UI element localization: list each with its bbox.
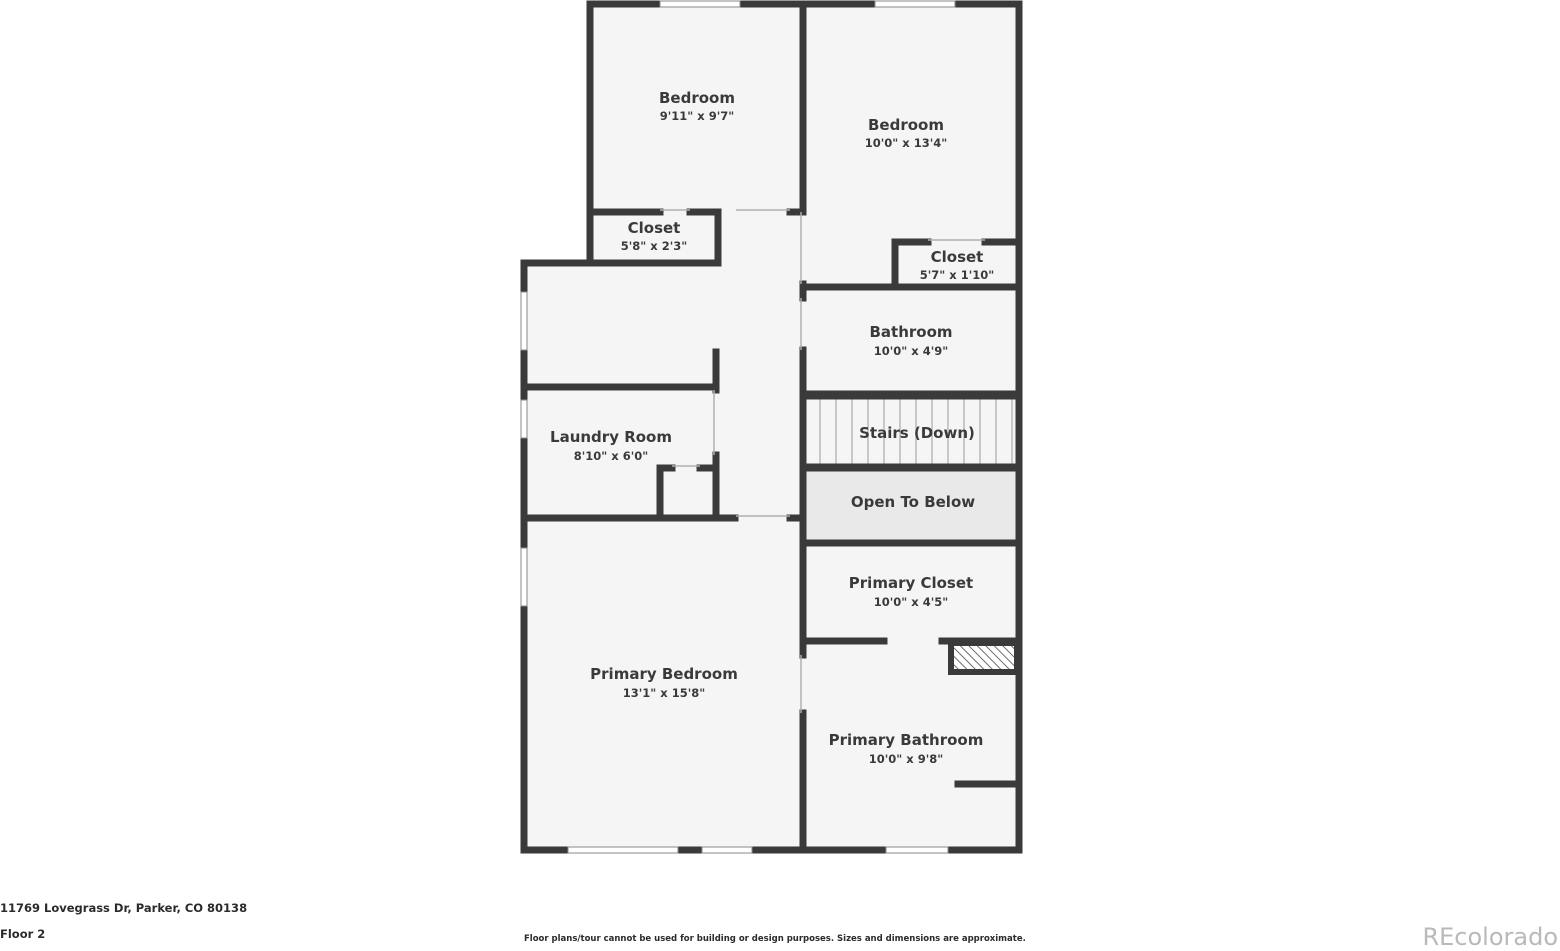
room-name: Open To Below: [851, 493, 975, 511]
room-laundry-room: Laundry Room 8'10" x 6'0": [550, 428, 672, 463]
room-dimensions: 10'0" x 13'4": [865, 136, 947, 150]
room-name: Bedroom: [868, 116, 944, 134]
stairs-edges: [805, 396, 1018, 467]
room-name: Closet: [931, 248, 984, 266]
room-bedroom-2: Bedroom 10'0" x 13'4": [865, 116, 947, 150]
room-name: Primary Bathroom: [829, 731, 984, 749]
room-bedroom-1: Bedroom 9'11" x 9'7": [659, 89, 735, 123]
room-name: Bathroom: [869, 323, 952, 341]
door-openings: [660, 209, 985, 713]
room-primary-bathroom: Primary Bathroom 10'0" x 9'8": [829, 731, 984, 766]
room-primary-bedroom: Primary Bedroom 13'1" x 15'8": [590, 665, 738, 700]
room-dimensions: 10'0" x 4'9": [874, 344, 948, 358]
room-name: Stairs (Down): [859, 424, 975, 442]
room-dimensions: 10'0" x 9'8": [869, 752, 943, 766]
room-closet-2: Closet 5'7" x 1'10": [920, 248, 994, 282]
room-dimensions: 13'1" x 15'8": [623, 686, 705, 700]
floor-plan: Bedroom 9'11" x 9'7" Bedroom 10'0" x 13'…: [520, 0, 1023, 854]
room-name: Bedroom: [659, 89, 735, 107]
property-address: 11769 Lovegrass Dr, Parker, CO 80138: [0, 901, 248, 915]
room-name: Primary Closet: [849, 574, 973, 592]
room-dimensions: 9'11" x 9'7": [660, 109, 734, 123]
room-primary-closet: Primary Closet 10'0" x 4'5": [849, 574, 973, 609]
room-name: Laundry Room: [550, 428, 672, 446]
room-dimensions: 8'10" x 6'0": [574, 449, 648, 463]
room-bathroom: Bathroom 10'0" x 4'9": [869, 323, 952, 358]
windows: [520, 0, 956, 854]
room-stairs: Stairs (Down): [859, 424, 975, 442]
floor-label: Floor 2: [0, 927, 46, 941]
room-dimensions: 10'0" x 4'5": [874, 595, 948, 609]
room-dimensions: 5'8" x 2'3": [621, 239, 687, 253]
brand-watermark: REcolorado: [1422, 923, 1558, 951]
room-name: Primary Bedroom: [590, 665, 738, 683]
room-dimensions: 5'7" x 1'10": [920, 268, 994, 282]
room-name: Closet: [628, 219, 681, 237]
disclaimer-text: Floor plans/tour cannot be used for buil…: [524, 934, 1026, 944]
room-closet-1: Closet 5'8" x 2'3": [621, 219, 687, 253]
chase-hatch: [948, 640, 1020, 675]
room-open-to-below: Open To Below: [851, 493, 975, 511]
open-to-below-area: [805, 470, 1018, 542]
